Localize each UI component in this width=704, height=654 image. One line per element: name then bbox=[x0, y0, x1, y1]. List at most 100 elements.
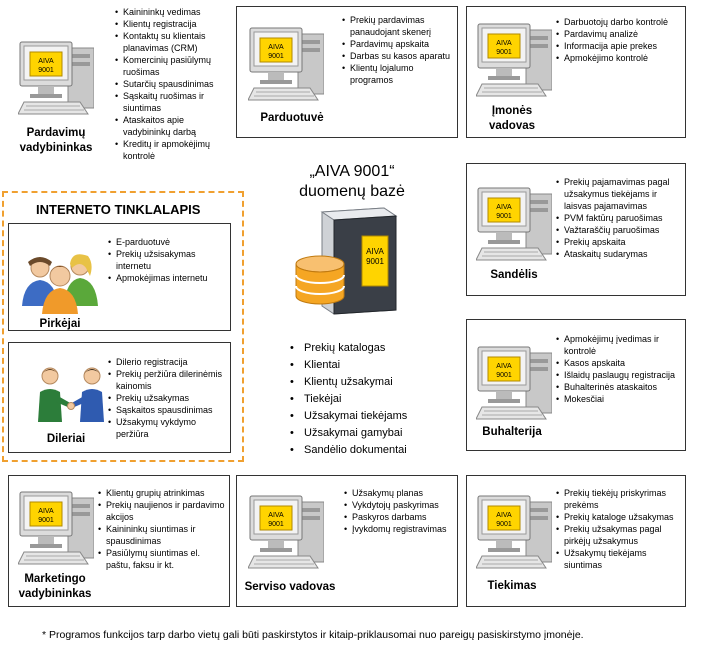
svg-text:9001: 9001 bbox=[268, 521, 284, 528]
accounting-function-list: Apmokėjimų įvedimas ir kontrolė Kasos ap… bbox=[556, 333, 682, 405]
list-item: Pasiūlymų siuntimas el. paštu, faksu ir … bbox=[98, 547, 226, 571]
svg-text:9001: 9001 bbox=[496, 521, 512, 528]
list-item: Prekių apskaita bbox=[556, 236, 682, 248]
role-supply: Tiekimas bbox=[487, 580, 537, 592]
warehouse-function-list: Prekių pajamavimas pagal užsakymus tiekė… bbox=[556, 176, 682, 260]
database-server-icon: AIVA 9001 bbox=[295, 207, 398, 315]
list-item: Prekių pajamavimas pagal užsakymus tiekė… bbox=[556, 176, 682, 212]
list-item: Kainininkų vedimas bbox=[115, 6, 225, 18]
role-dealers: Dileriai bbox=[46, 433, 86, 445]
list-item: Įvykdomų registravimas bbox=[344, 523, 454, 535]
internet-website-title: INTERNETO TINKLALAPIS bbox=[36, 202, 201, 217]
role-warehouse: Sandėlis bbox=[490, 269, 538, 281]
list-item: Sąskaitų ruošimas ir siuntimas bbox=[115, 90, 225, 114]
svg-text:9001: 9001 bbox=[38, 517, 54, 524]
role-service-manager: Serviso vadovas bbox=[244, 581, 336, 593]
svg-text:AIVA: AIVA bbox=[268, 512, 284, 519]
list-item: Paskyros darbams bbox=[344, 511, 454, 523]
list-item: Apmokėjimas internetu bbox=[108, 272, 224, 284]
list-item: Klientų grupių atrinkimas bbox=[98, 487, 226, 499]
list-item: Mokesčiai bbox=[556, 393, 682, 405]
list-item: Važtaraščių paruošimas bbox=[556, 224, 682, 236]
footnote: * Programos funkcijos tarp darbo vietų g… bbox=[42, 629, 584, 641]
list-item: Dilerio registracija bbox=[108, 356, 228, 368]
computer-icon: AIVA 9001 bbox=[248, 495, 324, 569]
role-buyers: Pirkėjai bbox=[39, 318, 81, 330]
svg-text:9001: 9001 bbox=[496, 213, 512, 220]
list-item: Ataskaitų sudarymas bbox=[556, 248, 682, 260]
supply-function-list: Prekių tiekėjų priskyrimas prekėms Preki… bbox=[556, 487, 684, 571]
list-item: Informacija apie prekes bbox=[556, 40, 680, 52]
list-item: Prekių kataloge užsakymas bbox=[556, 511, 684, 523]
list-item: Klientai bbox=[290, 357, 460, 374]
monitor-label-line1: AIVA bbox=[38, 58, 54, 65]
list-item: Komercinių pasiūlymų ruošimas bbox=[115, 54, 225, 78]
list-item: Užsakymų tiekėjams siuntimas bbox=[556, 547, 684, 571]
list-item: Apmokėjimo kontrolė bbox=[556, 52, 680, 64]
server-label-line1: AIVA bbox=[366, 247, 384, 256]
list-item: Kreditų ir apmokėjimų kontrolė bbox=[115, 138, 225, 162]
list-item: Darbuotojų darbo kontrolė bbox=[556, 16, 680, 28]
list-item: Prekių užsakymas pagal pirkėjų užsakymus bbox=[556, 523, 684, 547]
computer-icon: AIVA 9001 bbox=[476, 495, 552, 569]
list-item: Kasos apskaita bbox=[556, 357, 682, 369]
list-item: Prekių užsakymas bbox=[108, 392, 228, 404]
list-item: Klientų užsakymai bbox=[290, 374, 460, 391]
svg-text:AIVA: AIVA bbox=[496, 363, 512, 370]
list-item: E-parduotuvė bbox=[108, 236, 224, 248]
computer-icon: AIVA 9001 bbox=[476, 187, 552, 261]
list-item: Vykdytojų paskyrimas bbox=[344, 499, 454, 511]
list-item: Prekių naujienos ir pardavimo akcijos bbox=[98, 499, 226, 523]
svg-text:AIVA: AIVA bbox=[496, 204, 512, 211]
monitor-label-line2: 9001 bbox=[38, 67, 54, 74]
list-item: Darbas su kasos aparatu bbox=[342, 50, 452, 62]
svg-text:AIVA: AIVA bbox=[268, 44, 284, 51]
database-title: „AIVA 9001“ duomenų bazė bbox=[299, 163, 405, 200]
database-content-list: Prekių katalogas Klientai Klientų užsaky… bbox=[290, 340, 460, 459]
list-item: Užsakymai tiekėjams bbox=[290, 408, 460, 425]
svg-text:AIVA: AIVA bbox=[38, 508, 54, 515]
list-item: Pardavimų apskaita bbox=[342, 38, 452, 50]
list-item: Kainininkų siuntimas ir spausdinimas bbox=[98, 523, 226, 547]
list-item: Prekių užsisakymas internetu bbox=[108, 248, 224, 272]
list-item: Išlaidų paslaugų registracija bbox=[556, 369, 682, 381]
dealers-handshake-icon bbox=[38, 367, 104, 422]
list-item: Sąskaitos spausdinimas bbox=[108, 404, 228, 416]
computer-icon: AIVA 9001 bbox=[18, 491, 94, 565]
list-item: Ataskaitos apie vadybininkų darbą bbox=[115, 114, 225, 138]
list-item: Apmokėjimų įvedimas ir kontrolė bbox=[556, 333, 682, 357]
buyers-people-icon bbox=[22, 254, 98, 314]
server-label-line2: 9001 bbox=[366, 257, 384, 266]
list-item: Klientų lojalumo programos bbox=[342, 62, 452, 86]
dealers-function-list: Dilerio registracija Prekių peržiūra dil… bbox=[108, 356, 228, 440]
store-function-list: Prekių pardavimas panaudojant skenerį Pa… bbox=[342, 14, 452, 86]
marketing-function-list: Klientų grupių atrinkimas Prekių naujien… bbox=[98, 487, 226, 571]
list-item: Sandėlio dokumentai bbox=[290, 442, 460, 459]
list-item: Prekių katalogas bbox=[290, 340, 460, 357]
buyers-function-list: E-parduotuvė Prekių užsisakymas internet… bbox=[108, 236, 224, 284]
service-function-list: Užsakymų planas Vykdytojų paskyrimas Pas… bbox=[344, 487, 454, 535]
sales-function-list: Kainininkų vedimas Klientų registracija … bbox=[115, 6, 225, 162]
list-item: Prekių tiekėjų priskyrimas prekėms bbox=[556, 487, 684, 511]
svg-text:9001: 9001 bbox=[268, 53, 284, 60]
role-store: Parduotuvė bbox=[260, 112, 324, 124]
list-item: Prekių peržiūra dilerinėmis kainomis bbox=[108, 368, 228, 392]
list-item: Buhalterinės ataskaitos bbox=[556, 381, 682, 393]
list-item: Prekių pardavimas panaudojant skenerį bbox=[342, 14, 452, 38]
computer-icon: AIVA 9001 bbox=[18, 41, 94, 115]
manager-function-list: Darbuotojų darbo kontrolė Pardavimų anal… bbox=[556, 16, 680, 64]
internet-website-frame bbox=[2, 191, 244, 462]
computer-icon: AIVA 9001 bbox=[476, 23, 552, 97]
role-accounting: Buhalterija bbox=[482, 426, 542, 438]
list-item: Sutarčių spausdinimas bbox=[115, 78, 225, 90]
svg-text:AIVA: AIVA bbox=[496, 512, 512, 519]
list-item: Užsakymų planas bbox=[344, 487, 454, 499]
list-item: PVM faktūrų paruošimas bbox=[556, 212, 682, 224]
svg-text:9001: 9001 bbox=[496, 49, 512, 56]
list-item: Užsakymų vykdymo peržiūra bbox=[108, 416, 228, 440]
svg-text:AIVA: AIVA bbox=[496, 40, 512, 47]
computer-icon: AIVA 9001 bbox=[248, 27, 324, 101]
